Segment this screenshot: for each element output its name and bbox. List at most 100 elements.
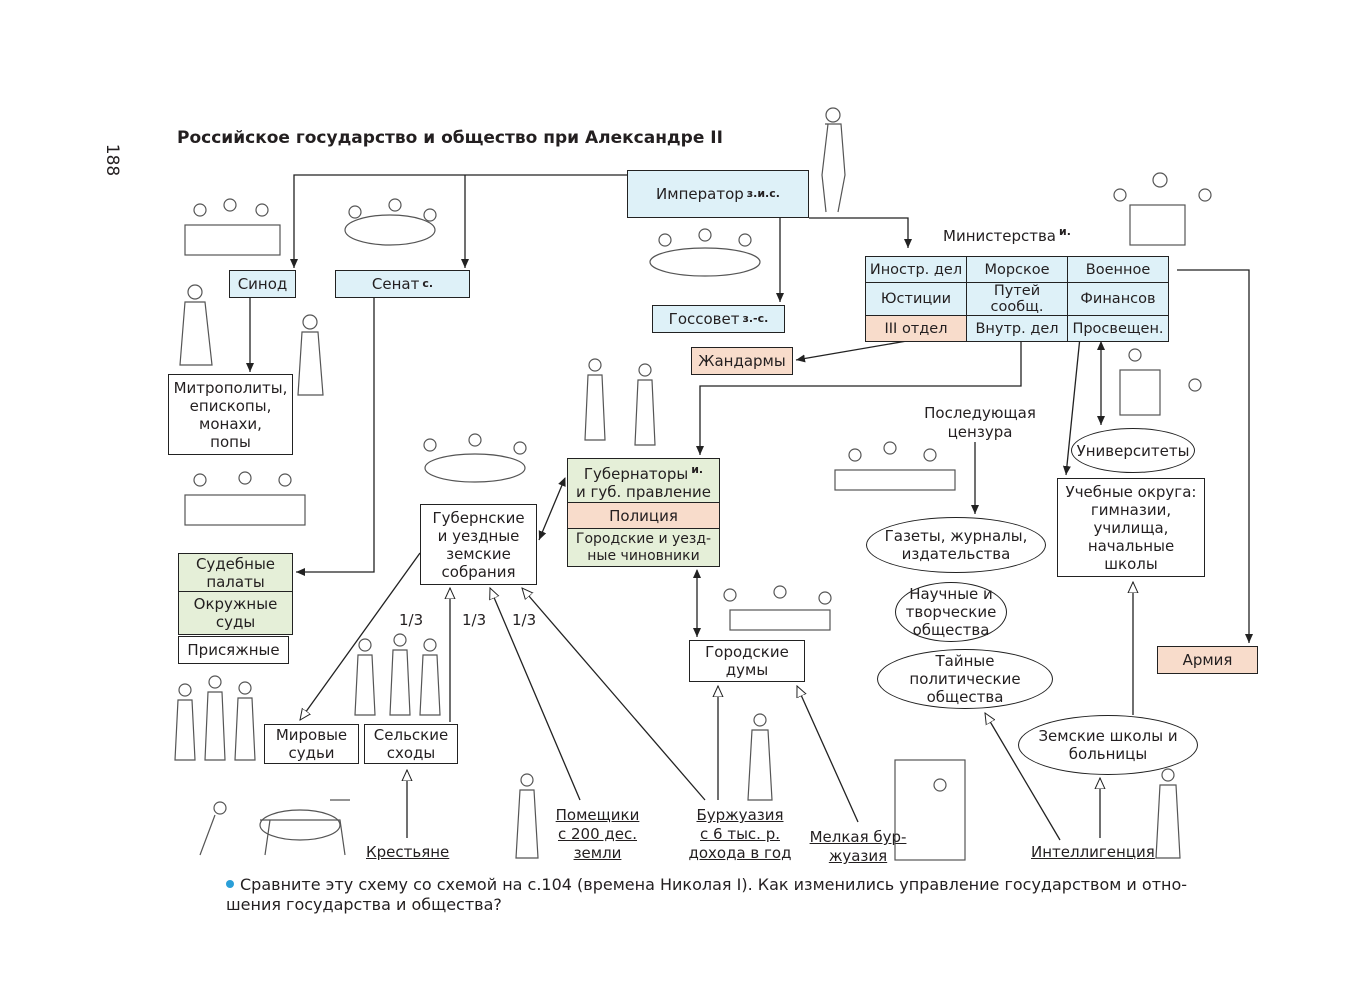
societies-line: Научные и (909, 585, 993, 603)
state-council-label: Госсовет (668, 310, 740, 328)
merchant-figure (747, 713, 773, 801)
ministry-cell: Внутр. дел (966, 315, 1068, 342)
school-line: начальные (1087, 536, 1175, 555)
ministry-cell: Путей сообщ. (966, 282, 1068, 316)
governors-label-2: и губ. правление (575, 482, 712, 501)
ministries-mark: и. (1059, 225, 1071, 238)
ministries-label: Министерства (943, 227, 1056, 245)
monk-figure (297, 314, 324, 396)
synod-meeting-illustration (184, 198, 281, 256)
zemstvo-schools-line: больницы (1068, 745, 1148, 763)
secret-line: политические (909, 670, 1021, 688)
council-illustration (649, 228, 761, 277)
plowing-peasant-illustration (199, 799, 350, 856)
dumas-line: думы (725, 661, 769, 679)
senate-meeting-illustration (344, 198, 437, 246)
army-box: Армия (1157, 646, 1258, 674)
synod-label: Синод (237, 275, 288, 293)
page-title: Российское государство и общество при Ал… (177, 128, 723, 148)
press-illustration (834, 441, 956, 491)
bullet-icon (226, 880, 234, 888)
emperor-label: Император (656, 185, 744, 203)
school-line: училища, (1093, 518, 1169, 537)
senate-label: Сенат (371, 275, 420, 293)
officials-line: ные чиновники (587, 547, 700, 564)
synod-box: Синод (229, 270, 296, 298)
police-box: Полиция (567, 502, 720, 529)
landowners-line: с 200 дес. (557, 825, 638, 843)
press-line: Газеты, журналы, (884, 527, 1028, 545)
state-council-mark: з.-с. (742, 312, 769, 325)
governors-mark: и. (691, 462, 704, 476)
governors-label: Губернаторы (583, 464, 689, 483)
court-illustration (184, 471, 306, 526)
peasants-group-illustration (174, 675, 256, 761)
duma-illustration (723, 585, 832, 631)
question-line: Сравните эту схему со схемой на с.104 (в… (240, 875, 1188, 894)
ministry-cell: Финансов (1067, 282, 1169, 316)
landowner-figure (515, 773, 539, 859)
press-line: издательства (901, 545, 1011, 563)
school-line: гимназии, (1090, 500, 1172, 519)
judges-line: Мировые (275, 726, 348, 744)
clergy-figure (179, 284, 213, 366)
petty-bourgeoisie-label: Мелкая бур-жуазия (808, 828, 908, 866)
petty-line: жуазия (828, 847, 888, 865)
assemblies-line: Сельские (373, 726, 449, 744)
intelligentsia-label: Интеллигенция (1031, 843, 1155, 861)
officials-illustration (584, 358, 656, 446)
clergy-line: попы (210, 432, 251, 451)
zemstvo-line: земские (446, 544, 511, 563)
officials-line: Городские и уезд- (575, 530, 712, 547)
clergy-line: Митрополиты, (173, 378, 288, 397)
bourgeoisie-line: Буржуазия (696, 806, 784, 824)
judicial-chambers-box: Судебные палаты (178, 553, 293, 592)
secret-line: Тайные (935, 652, 995, 670)
societies-line: творческие (905, 603, 997, 621)
ministry-cell: Просвещен. (1067, 315, 1169, 342)
emperor-figure (821, 107, 846, 213)
villagers-illustration (354, 633, 441, 716)
zemstvo-meeting-illustration (423, 433, 527, 483)
question: Сравните эту схему со схемой на с.104 (в… (226, 875, 1306, 915)
assemblies-line: сходы (386, 744, 436, 762)
emperor-mark: з.и.с. (746, 187, 780, 200)
ministry-illustration (1113, 172, 1212, 246)
school-line: школы (1104, 554, 1158, 573)
bourgeoisie-line: дохода в год (688, 844, 792, 862)
shopkeeper-illustration (894, 759, 966, 861)
peasants-label: Крестьяне (366, 843, 450, 861)
zemstvo-line: Губернские (432, 508, 525, 527)
societies-line: общества (912, 621, 990, 639)
senate-mark: с. (422, 277, 434, 290)
zemstvo-line: и уездные (437, 526, 520, 545)
press-ellipse: Газеты, журналы,издательства (866, 517, 1046, 573)
ministry-cell: Военное (1067, 256, 1169, 283)
question-line: шения государства и общества? (226, 895, 502, 914)
ministry-cell: III отдел (865, 315, 967, 342)
officials-box: Городские и уезд-ные чиновники (567, 528, 720, 567)
censorship-line: Последующая (924, 404, 1036, 422)
bourgeoisie-line: с 6 тыс. р. (700, 825, 780, 843)
universities-ellipse: Университеты (1071, 428, 1195, 473)
ministry-cell: Морское (966, 256, 1068, 283)
fraction-label: 1/3 (512, 611, 537, 629)
university-illustration (1119, 348, 1202, 416)
zemstvo-schools-line: Земские школы и (1038, 727, 1178, 745)
petty-line: Мелкая бур- (809, 828, 907, 846)
jurors-box: Присяжные (178, 636, 289, 664)
